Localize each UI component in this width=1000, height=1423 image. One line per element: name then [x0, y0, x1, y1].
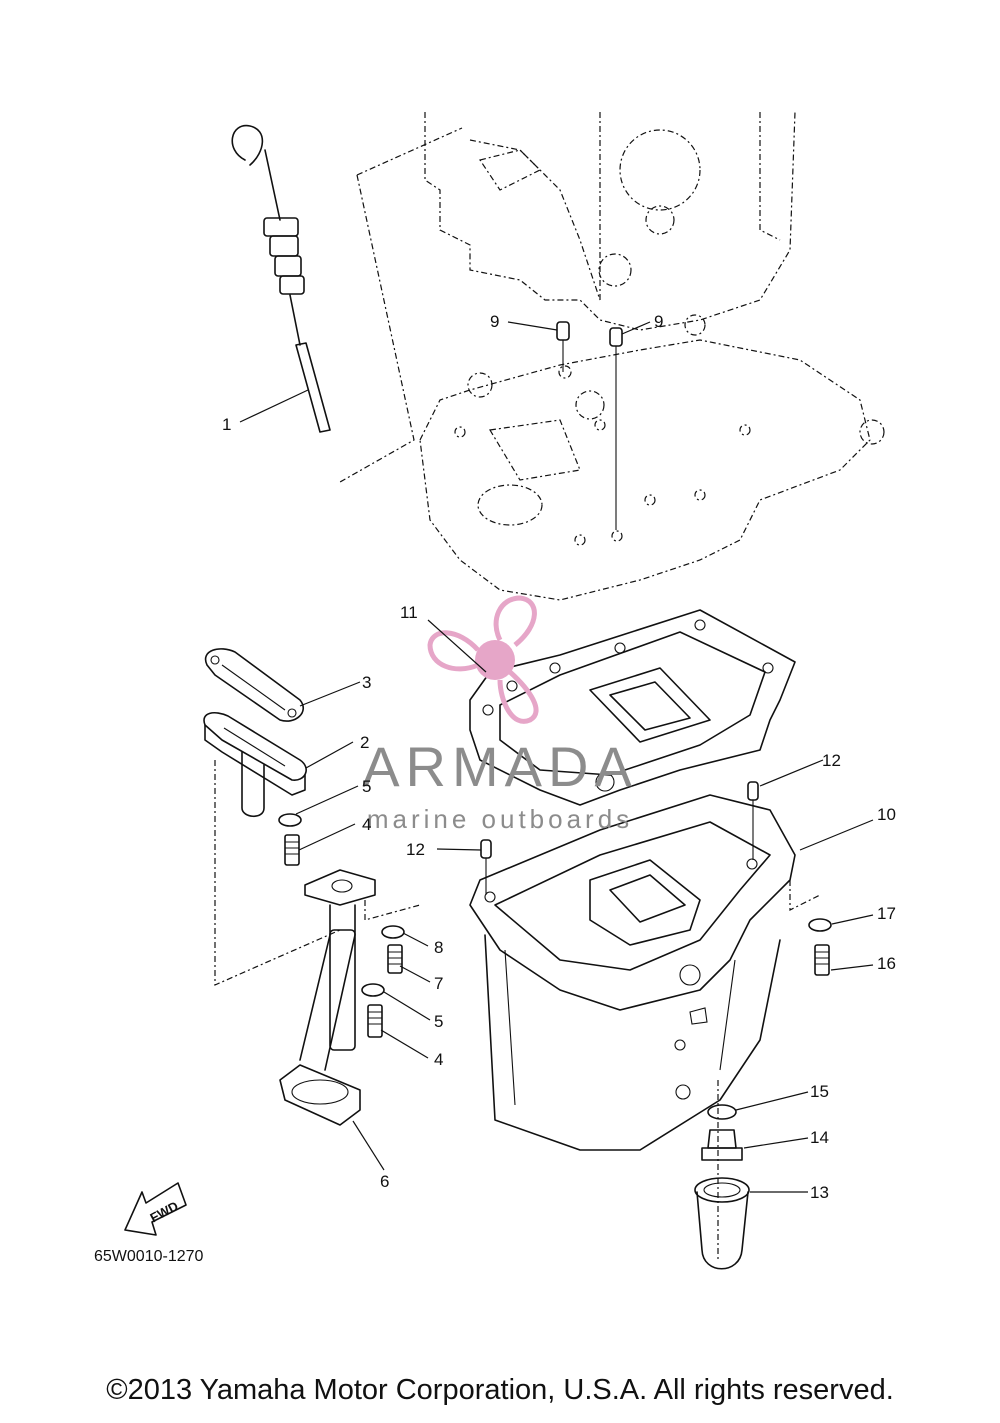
callout-13: 13	[810, 1183, 829, 1202]
callout-12-left: 12	[406, 840, 425, 859]
washer-bolt-upper-left	[278, 813, 302, 866]
callout-7: 7	[434, 974, 443, 993]
drain-plug-set	[694, 1080, 750, 1270]
callout-15: 15	[810, 1082, 829, 1101]
callout-2: 2	[360, 733, 369, 752]
washers-bolts-center	[361, 925, 405, 1038]
washer-bolt-right	[808, 918, 832, 976]
callout-numbers: 1 2 3 4 4 5 5 6 7 8 9 9 10 11 12 12 13 1…	[222, 312, 896, 1202]
callout-14: 14	[810, 1128, 829, 1147]
propeller-logo-icon	[427, 595, 539, 724]
callout-3: 3	[362, 673, 371, 692]
callout-16: 16	[877, 954, 896, 973]
callout-4-lower: 4	[434, 1050, 443, 1069]
watermark-brand: ARMADA	[362, 735, 638, 798]
copyright-notice: ©2013 Yamaha Motor Corporation, U.S.A. A…	[106, 1374, 894, 1406]
oil-pan	[469, 794, 796, 1151]
callout-8: 8	[434, 938, 443, 957]
callout-5-lower: 5	[434, 1012, 443, 1031]
callout-5-upper: 5	[362, 777, 371, 796]
callout-leaders	[239, 321, 874, 1193]
gasket	[469, 609, 796, 806]
callout-6: 6	[380, 1172, 389, 1191]
oil-pickup-pipe	[279, 869, 376, 1126]
callout-9-left: 9	[490, 312, 499, 331]
upper-casing	[419, 314, 885, 601]
reference-lines	[214, 127, 821, 986]
armada-watermark: ARMADA marine outboards	[362, 595, 638, 834]
callout-4-upper: 4	[362, 815, 371, 834]
engine-block	[424, 111, 796, 331]
figure-code: 65W0010-1270	[94, 1248, 204, 1265]
dowel-pins-upper	[556, 321, 623, 530]
callout-1: 1	[222, 415, 231, 434]
dowel-pins-lower	[480, 781, 759, 895]
callout-11: 11	[400, 603, 418, 622]
callout-17: 17	[877, 904, 896, 923]
fwd-arrow: FWD	[124, 1182, 187, 1236]
watermark-tagline: marine outboards	[367, 804, 633, 834]
small-gasket	[204, 648, 304, 722]
fwd-label: FWD	[148, 1198, 181, 1225]
callout-12-right: 12	[822, 751, 841, 770]
dipstick	[231, 124, 331, 433]
callout-10: 10	[877, 805, 896, 824]
oil-strainer-housing	[203, 711, 307, 818]
callout-9-right: 9	[654, 312, 663, 331]
